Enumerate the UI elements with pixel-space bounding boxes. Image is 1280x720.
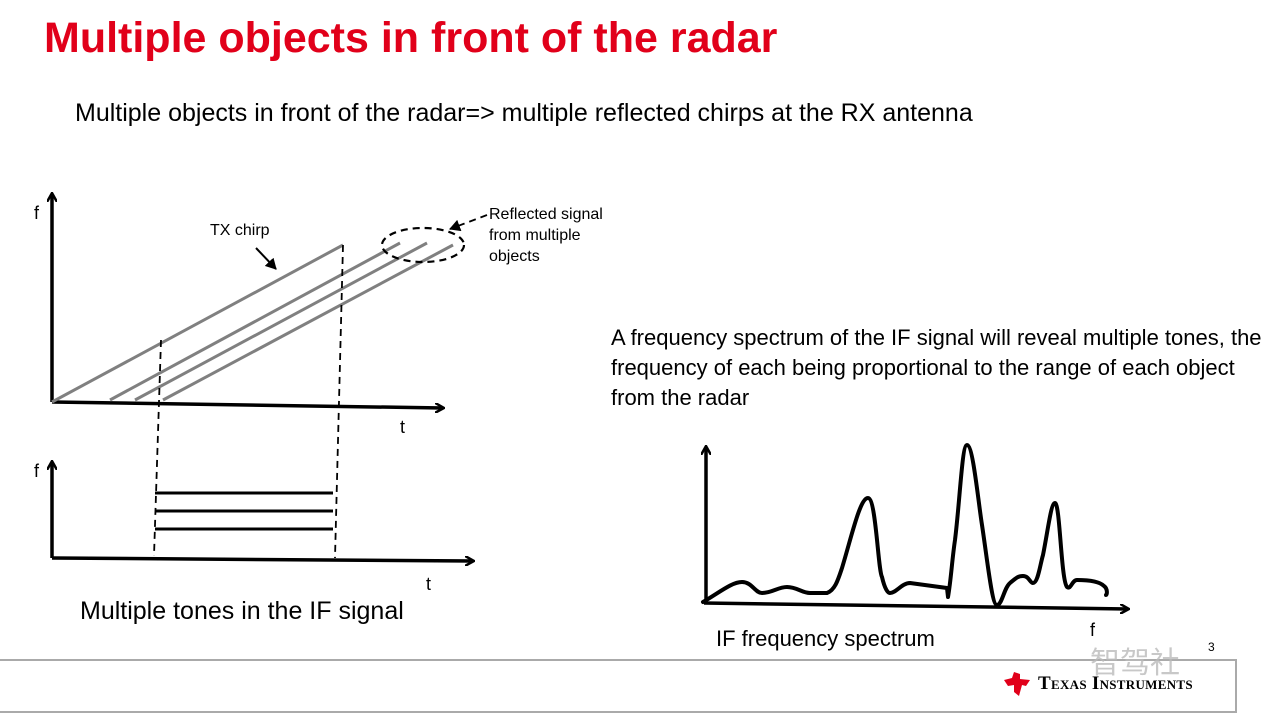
watermark: 智驾社: [1090, 647, 1180, 680]
spectrum-caption: IF frequency spectrum: [716, 626, 935, 651]
x-axis: [703, 601, 1128, 609]
slide-subtitle: Multiple objects in front of the radar=>…: [75, 99, 973, 127]
footer-bar: [0, 659, 1237, 713]
spectrum-x-axis-label: f: [1090, 620, 1096, 640]
x-axis: [51, 558, 473, 561]
ti-logo-icon: [1004, 672, 1030, 696]
spectrum-curve: [701, 443, 1109, 607]
reflected-pointer-arrow: [449, 214, 488, 232]
reflected-ellipse: [380, 226, 466, 264]
ti-logo: Texas Instruments: [1002, 670, 1193, 698]
reflected-chirp-line: [134, 241, 428, 402]
chirp-y-axis-label: f: [34, 203, 40, 223]
if-y-axis-label: f: [34, 461, 40, 481]
if-caption: Multiple tones in the IF signal: [80, 597, 404, 625]
chirp-x-axis-label: t: [400, 417, 406, 437]
spectrum-description: A frequency spectrum of the IF signal wi…: [611, 325, 1262, 410]
tx-chirp-label: TX chirp: [210, 222, 270, 239]
ti-brand-text: Texas Instruments: [1038, 673, 1193, 694]
reflected-chirp-line: [162, 243, 454, 402]
reflected-signal-label: Reflected signal from multiple objects: [489, 206, 603, 265]
page-number: 3: [1208, 640, 1215, 654]
if-x-axis-label: t: [426, 574, 432, 594]
slide-title: Multiple objects in front of the radar: [44, 14, 778, 62]
x-axis: [51, 400, 443, 408]
chirp-diagram: [51, 194, 488, 559]
dashed-guide: [153, 339, 162, 557]
tx-pointer-arrow: [255, 247, 277, 270]
tx-chirp-line: [51, 243, 344, 404]
dashed-guide: [334, 244, 344, 559]
if-diagram: [52, 462, 473, 561]
reflected-chirp-line: [109, 241, 401, 402]
spectrum-diagram: [701, 443, 1128, 609]
